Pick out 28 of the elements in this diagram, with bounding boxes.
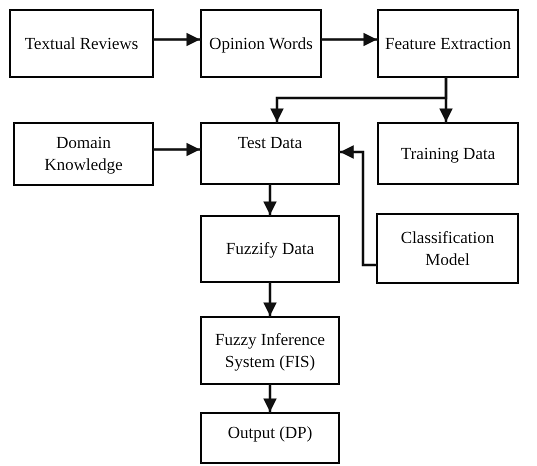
box-label: Classification Model <box>400 226 496 270</box>
arrow <box>263 385 277 412</box>
process-box <box>200 122 340 185</box>
arrow <box>340 145 376 266</box>
box-label: Domain Knowledge <box>43 132 124 176</box>
process-box <box>13 122 154 186</box>
box-label: Output (DP) <box>228 422 312 444</box>
arrow <box>439 78 453 122</box>
arrow <box>154 32 200 46</box>
box-label: Fuzzify Data <box>226 238 314 260</box>
process-box <box>9 9 154 78</box>
process-box <box>376 213 519 284</box>
process-box <box>200 215 340 283</box>
box-label: Feature Extraction <box>384 32 512 54</box>
process-box <box>200 412 340 464</box>
box-label: Opinion Words <box>209 32 313 54</box>
arrow <box>322 32 377 46</box>
box-label: Textual Reviews <box>24 32 138 54</box>
box-label: Training Data <box>400 142 496 164</box>
process-box <box>377 122 519 185</box>
arrow <box>263 283 277 316</box>
process-box <box>200 9 322 78</box>
arrow <box>154 142 200 156</box>
process-box <box>377 9 519 78</box>
box-label: Test Data <box>238 132 302 154</box>
box-label: Fuzzy Inference System (FIS) <box>214 328 326 372</box>
arrow <box>263 185 277 215</box>
process-box <box>200 316 340 385</box>
